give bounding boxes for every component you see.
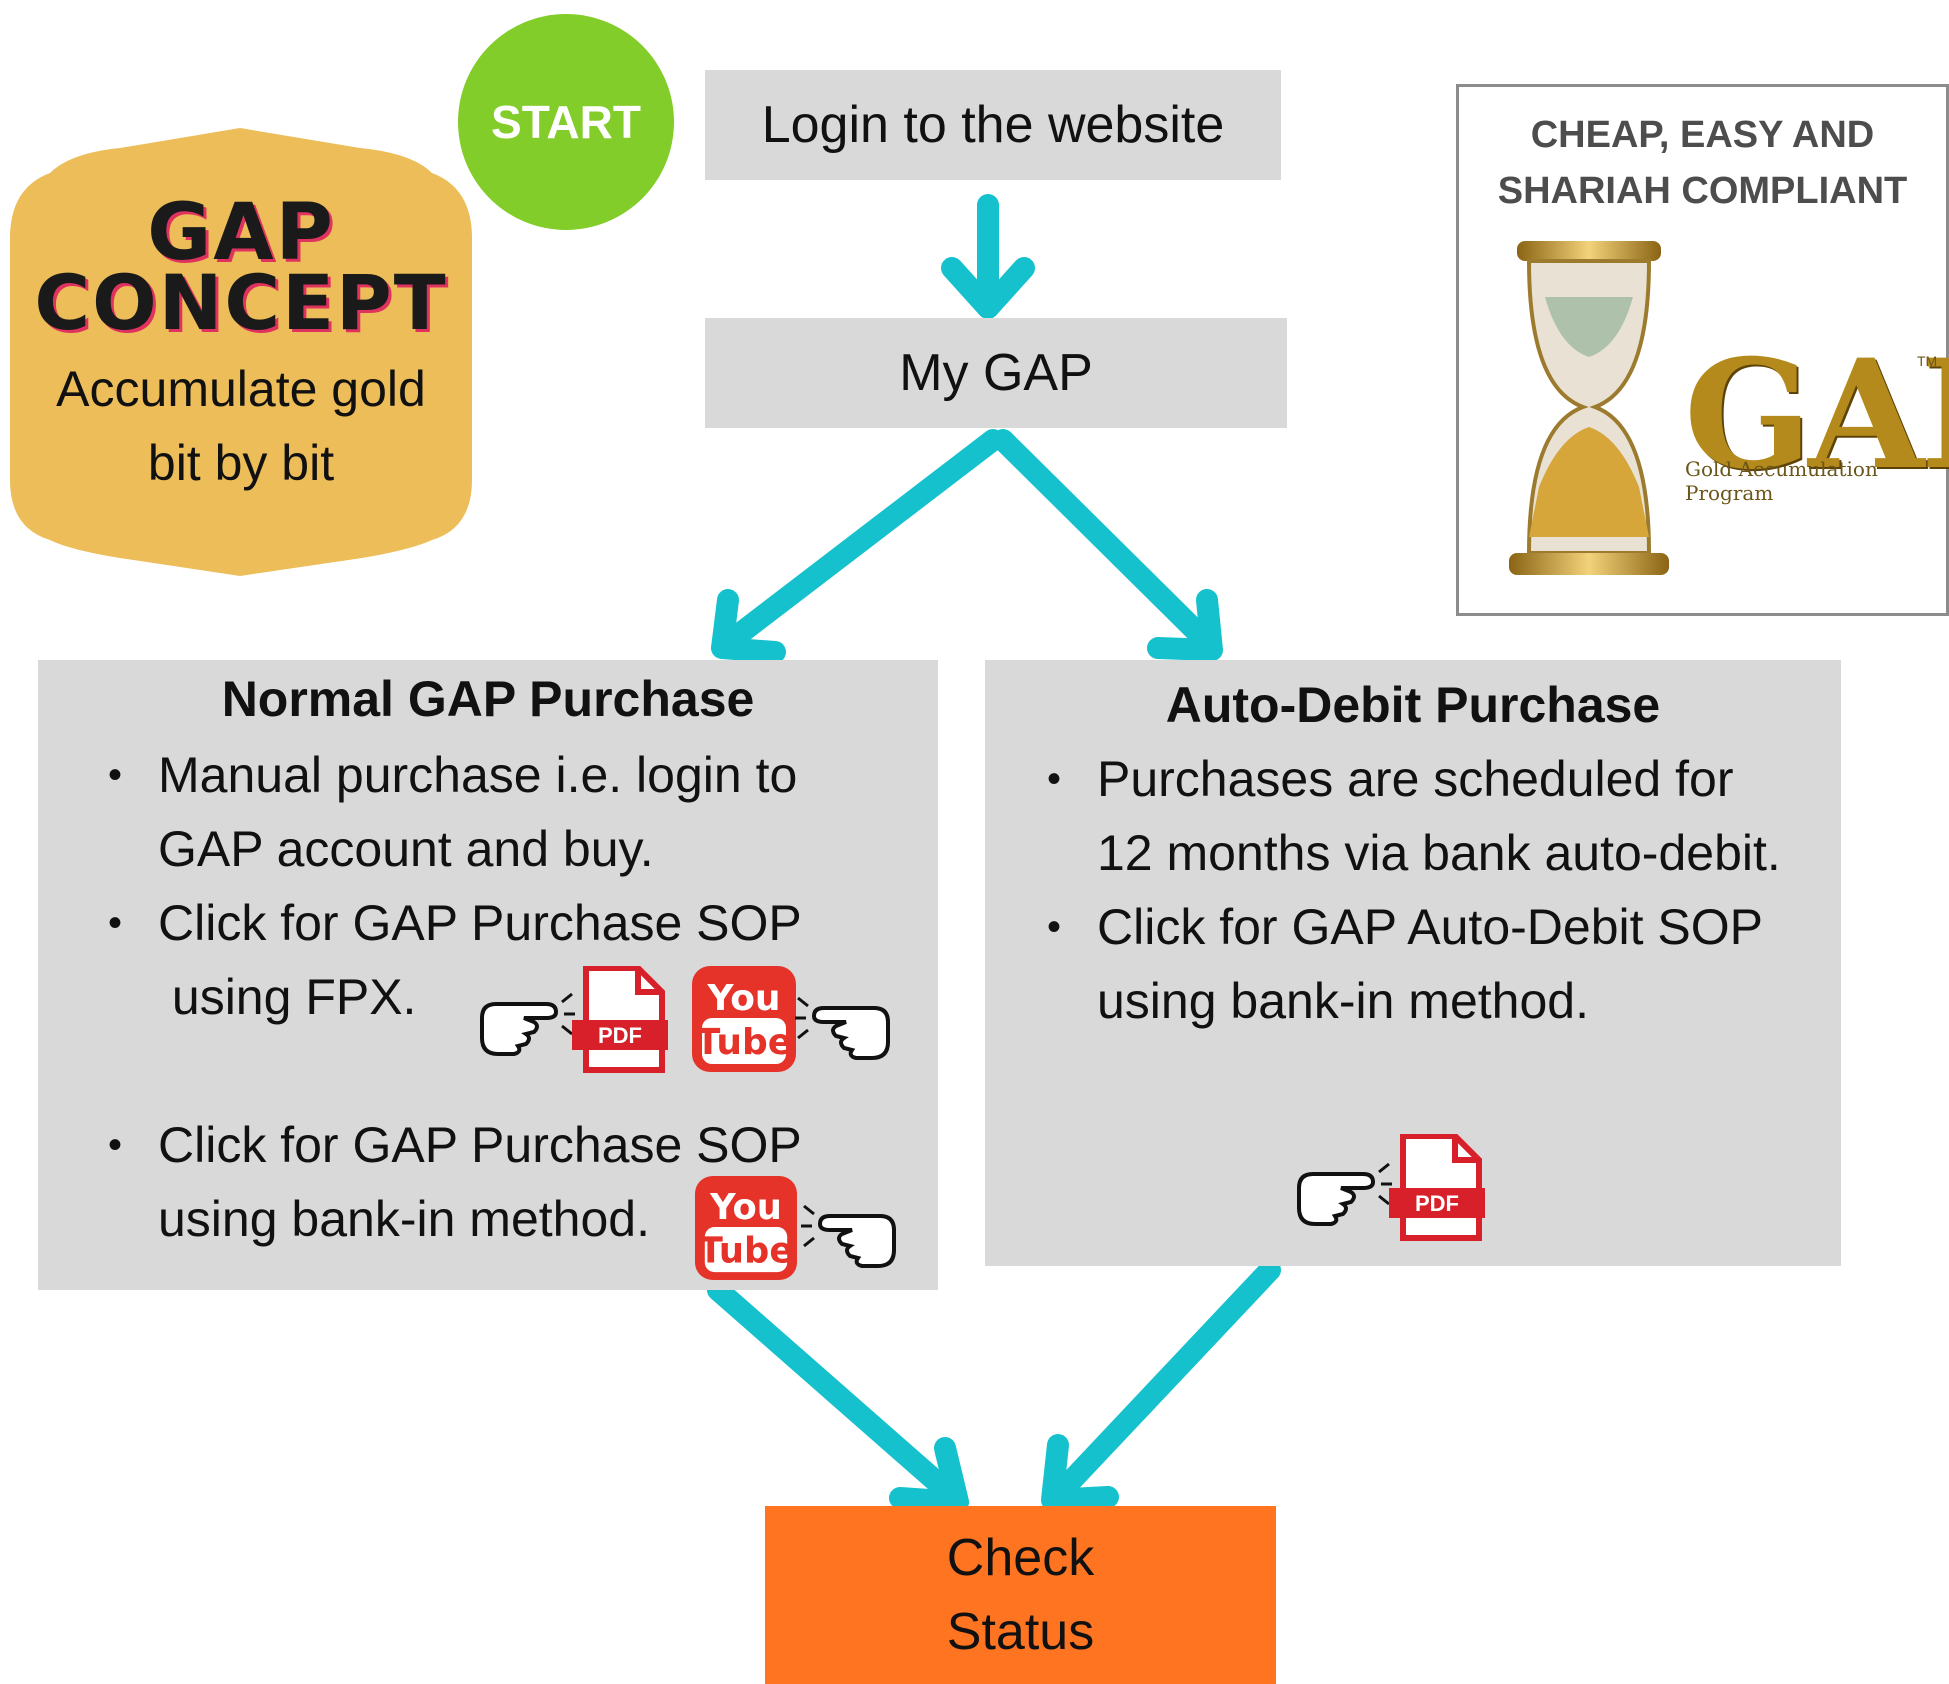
bullet-dot: • [108,1123,123,1167]
concept-title-line2: CONCEPT [34,258,448,347]
bullet-dot: • [108,753,123,797]
auto-debit-panel: Auto-Debit Purchase • Purchases are sche… [985,660,1841,1266]
bullet-dot: • [1047,757,1062,801]
pointing-hand-right-icon [1297,1162,1392,1226]
check-status-step: Check Status [765,1506,1276,1684]
concept-sub-line2: bit by bit [147,435,335,491]
check-status-line1: Check [946,1529,1095,1587]
concept-sub-line1: Accumulate gold [56,361,426,417]
svg-text:Tube: Tube [696,1022,792,1063]
login-step: Login to the website [705,70,1281,180]
promo-line1: CHEAP, EASY AND [1530,114,1875,156]
promo-text: CHEAP, EASY AND SHARIAH COMPLIANT [1459,107,1946,219]
pointing-hand-left-icon [795,996,890,1060]
pointing-hand-left-icon [801,1204,896,1268]
my-gap-step: My GAP [705,318,1287,428]
auto-debit-title: Auto-Debit Purchase [1165,677,1661,733]
normal-bullet2-line2: using FPX. [158,969,417,1025]
login-step-label: Login to the website [761,96,1225,154]
normal-bullet1-line1: Manual purchase i.e. login to [158,747,798,803]
arrow-autodebit-to-check [1041,1259,1281,1511]
bullet-dot: • [1047,905,1062,949]
badge-shape [10,128,472,576]
normal-bullet2-line1: Click for GAP Purchase SOP [158,895,802,951]
pdf-icon[interactable]: PDF [1389,1134,1485,1242]
arrow-normal-to-check [707,1279,969,1513]
concept-subtitle: Accumulate gold bit by bit [10,352,472,500]
gap-logo-text: GAP [1684,327,1949,503]
start-label: START [491,96,641,148]
normal-purchase-title: Normal GAP Purchase [221,671,755,727]
pointing-hand-right-icon [480,992,575,1056]
promo-line2: SHARIAH COMPLIANT [1497,170,1908,212]
bullet-dot: • [108,901,123,945]
auto-bullet1-line2: 12 months via bank auto-debit. [1097,825,1781,881]
svg-text:You: You [709,1187,782,1228]
start-badge: START [458,14,674,230]
normal-bullet1-line2: GAP account and buy. [158,821,654,877]
svg-text:Tube: Tube [699,1230,794,1271]
check-status-line2: Status [946,1603,1095,1661]
gap-logo-tagline: Gold Accumulation Program [1685,457,1878,505]
hourglass-icon [1509,241,1669,575]
pdf-icon[interactable]: PDF [572,966,668,1074]
my-gap-step-label: My GAP [899,344,1093,402]
normal-bullet3-line2: using bank-in method. [158,1191,650,1247]
auto-bullet1-line1: Purchases are scheduled for [1097,751,1734,807]
youtube-icon[interactable]: You Tube [692,966,796,1072]
gap-promo-card: CHEAP, EASY AND SHARIAH COMPLIANT GAP TM… [1456,84,1949,616]
normal-bullet3-line1: Click for GAP Purchase SOP [158,1117,802,1173]
gap-concept-badge: GAP CONCEPT Accumulate gold bit by bit [10,128,472,576]
auto-bullet2-line1: Click for GAP Auto-Debit SOP [1097,899,1763,955]
arrow-mygap-to-normal [711,429,1004,663]
concept-title-line1: GAP [147,188,335,278]
youtube-icon[interactable]: You Tube [694,1176,798,1280]
arrow-login-to-mygap [941,194,1035,319]
normal-purchase-panel: Normal GAP Purchase • Manual purchase i.… [38,660,938,1290]
svg-text:You: You [706,978,780,1019]
svg-text:PDF: PDF [1415,1191,1459,1216]
auto-bullet2-line2: using bank-in method. [1097,973,1589,1029]
gap-logo-tm: TM [1917,353,1938,369]
svg-text:PDF: PDF [598,1023,642,1048]
arrow-mygap-to-autodebit [992,429,1223,661]
